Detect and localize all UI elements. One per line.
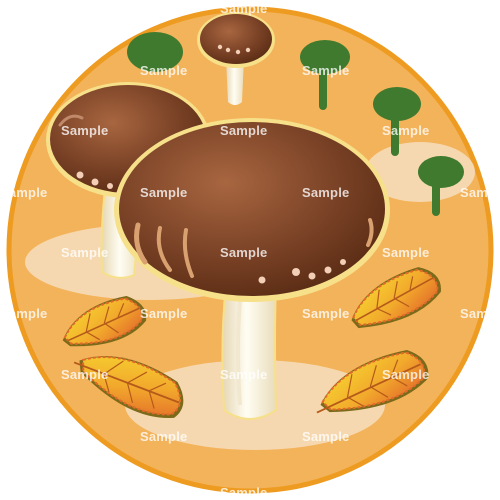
distant-mushroom-3 — [373, 87, 421, 156]
distant-mushroom-2 — [300, 40, 350, 110]
front-mushroom — [114, 118, 390, 420]
distant-mushroom-1 — [127, 32, 183, 72]
leaf-left-lower — [73, 356, 184, 418]
leaf-left-upper — [62, 295, 147, 347]
distant-mushroom-4 — [418, 156, 464, 216]
small-mushroom — [197, 12, 275, 105]
leaf-right-lower — [316, 349, 429, 414]
leaf-right-upper — [351, 267, 441, 329]
